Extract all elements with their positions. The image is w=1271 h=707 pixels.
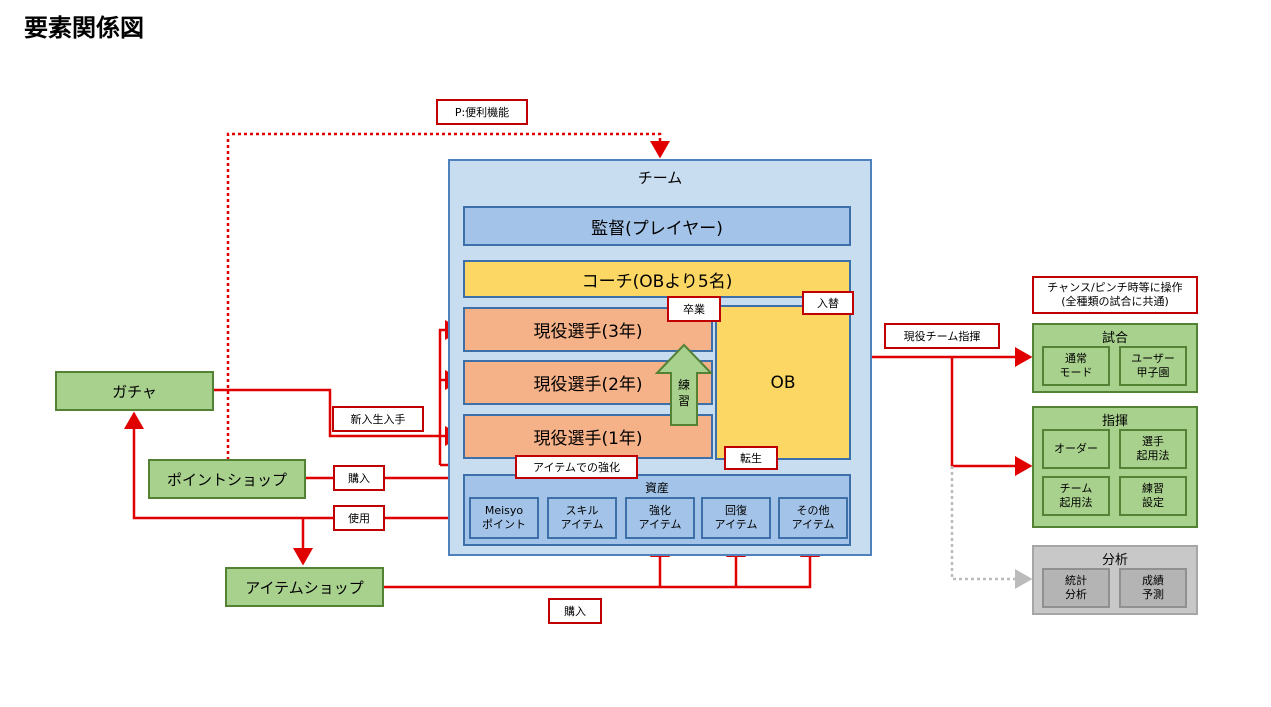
label-swap: 入替: [802, 291, 854, 315]
coach-box: コーチ(OBより5名): [463, 260, 851, 298]
asset-enhance-item: 強化 アイテム: [625, 497, 695, 539]
asset-recovery-item: 回復 アイテム: [701, 497, 771, 539]
asset-meisyo-point: Meisyo ポイント: [469, 497, 539, 539]
command-order: オーダー: [1042, 429, 1110, 469]
match-normal-mode: 通常 モード: [1042, 346, 1110, 386]
command-label: 指揮: [1101, 413, 1128, 429]
label-enhance: アイテムでの強化: [515, 455, 638, 479]
match-user-koshien: ユーザー 甲子園: [1119, 346, 1187, 386]
analysis-label: 分析: [1101, 552, 1128, 568]
analysis-statistics: 統計 分析: [1042, 568, 1110, 608]
label-convenience: P:便利機能: [436, 99, 528, 125]
command-player-usage: 選手 起用法: [1119, 429, 1187, 469]
label-use: 使用: [333, 505, 385, 531]
command-practice-setting: 練習 設定: [1119, 476, 1187, 516]
assets-label: 資産: [644, 481, 669, 495]
gacha-box: ガチャ: [55, 371, 214, 411]
analysis-prediction: 成績 予測: [1119, 568, 1187, 608]
asset-other-item: その他 アイテム: [778, 497, 848, 539]
page-title: 要素関係図: [24, 14, 144, 42]
asset-skill-item: スキル アイテム: [547, 497, 617, 539]
label-purchase-point: 購入: [333, 465, 385, 491]
command-team-usage: チーム 起用法: [1042, 476, 1110, 516]
label-purchase-item: 購入: [548, 598, 602, 624]
label-transfer: 転生: [724, 446, 778, 470]
ob-box: OB: [715, 305, 851, 460]
item-shop-box: アイテムショップ: [225, 567, 384, 607]
match-label: 試合: [1101, 330, 1128, 346]
label-chance-note: チャンス/ピンチ時等に操作 (全種類の試合に共通): [1032, 276, 1198, 314]
label-command-team: 現役チーム指揮: [884, 323, 1000, 349]
label-new-students: 新入生入手: [332, 406, 424, 432]
team-label: チーム: [637, 168, 683, 187]
manager-box: 監督(プレイヤー): [463, 206, 851, 246]
label-graduation: 卒業: [667, 296, 721, 322]
practice-arrow-icon: [655, 343, 713, 426]
point-shop-box: ポイントショップ: [148, 459, 306, 499]
practice-label: 練 習: [677, 378, 690, 408]
